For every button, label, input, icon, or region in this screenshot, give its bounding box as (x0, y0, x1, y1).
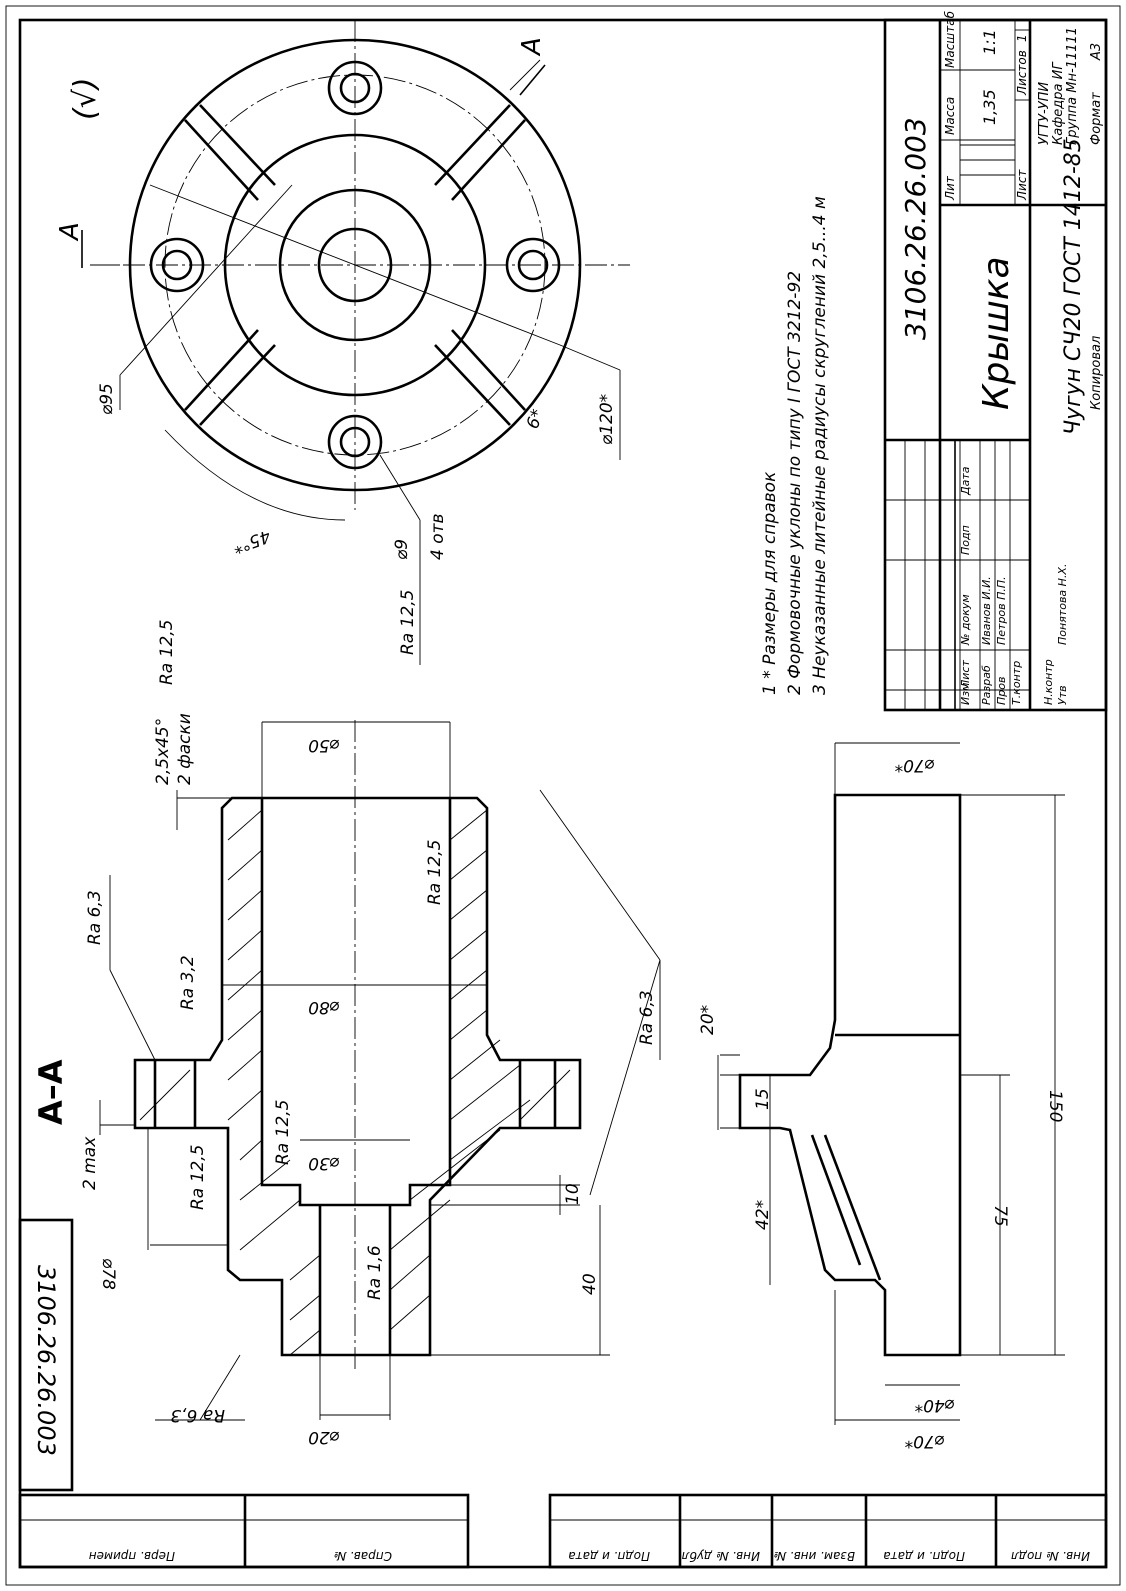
dim-d70-top: ⌀70* (895, 755, 935, 775)
strip-perv-primen: Перв. примен (89, 1549, 175, 1563)
dim-h42: 42* (753, 1200, 773, 1230)
side-view: ⌀70* ⌀40* ⌀70* 150 75 42* 20* 15 (698, 742, 1065, 1451)
tb-org-2: Кафедра ИГ (1051, 61, 1066, 145)
tb-col-docnum: № докум (959, 594, 972, 646)
tb-name-dev: Иванов И.И. (980, 576, 993, 645)
dim-ra63-bottom: Ra 6,3 (170, 1405, 225, 1425)
strip-inv-podl: Инв. № подл (1011, 1549, 1090, 1563)
dim-ra125-top: Ra 12,5 (157, 620, 177, 686)
dim-h150: 150 (1045, 1090, 1065, 1122)
general-roughness: (√) (68, 77, 103, 120)
strip-podp-data-2: Подп. и дата (883, 1549, 965, 1563)
dim-ra125-bore: Ra 12,5 (425, 840, 445, 906)
dim-ra32: Ra 3,2 (178, 955, 198, 1010)
margin-designation-box: 3106.26.26.003 (18, 1218, 74, 1492)
tb-role-approve: Утв (1056, 685, 1069, 705)
tb-mass-value: 1,35 (980, 89, 999, 125)
section-title: A–A (32, 1059, 70, 1125)
tb-designation: 3106.26.26.003 (899, 117, 932, 340)
dim-h10: 10 (563, 1183, 583, 1205)
dim-chamfer: 2,5x45° (153, 718, 173, 785)
tb-col-izm: Изм (959, 683, 972, 705)
dim-d20: ⌀20 (308, 1427, 340, 1447)
tb-role-ncontr: Н.контр (1042, 659, 1055, 705)
tb-format-value: А3 (1089, 43, 1104, 61)
note-1: 1 * Размеры для справок (760, 471, 780, 695)
tb-scale-value: 1:1 (980, 29, 999, 55)
dim-d40: ⌀40* (915, 1395, 955, 1415)
strip-sprav: Справ. № (334, 1549, 392, 1563)
dim-d78: ⌀78 (98, 1258, 118, 1290)
strip-vzam-inv: Взам. инв. № (774, 1549, 855, 1563)
dim-d80: ⌀80 (308, 997, 340, 1017)
tb-col-date: Дата (959, 466, 972, 496)
dim-ra63-left: Ra 6,3 (85, 890, 105, 945)
dim-d120: ⌀120* (597, 394, 617, 445)
dim-holes: 4 отв (428, 513, 448, 560)
tb-role-tcontr: Т.контр (1010, 661, 1023, 705)
strip-inv-dubl: Инв. № дубл (681, 1549, 760, 1563)
tb-org-1: УГТУ-УПИ (1037, 82, 1052, 145)
dim-d9: ⌀9 (392, 539, 412, 560)
dim-d30: ⌀30 (308, 1153, 340, 1173)
tb-name-approve: Понятова Н.Х. (1056, 564, 1069, 645)
section-marker-a2: A (517, 37, 547, 57)
dim-chamfer-count: 2 фаски (175, 713, 195, 785)
dim-h15: 15 (753, 1088, 773, 1110)
note-3: 3 Неуказанные литейные радиусы скруглени… (810, 196, 830, 695)
bottom-strip: Перв. примен Справ. № Подп. и дата Инв. … (18, 1493, 1108, 1569)
tb-format-label: Формат (1089, 92, 1104, 145)
tb-role-dev: Разраб (980, 665, 993, 705)
margin-designation: 3106.26.26.003 (32, 1265, 60, 1456)
tb-name-check: Петров П.П. (995, 576, 1008, 645)
note-2: 2 Формовочные уклоны по типу I ГОСТ 3212… (785, 271, 805, 695)
dim-h75: 75 (990, 1205, 1010, 1227)
strip-podp-data-1: Подп. и дата (568, 1549, 650, 1563)
tb-header-lit: Лит (943, 175, 957, 201)
title-block: 3106.26.26.003 Крышка Чугун СЧ20 ГОСТ 14… (883, 10, 1108, 712)
dim-d95: ⌀95 (97, 383, 117, 415)
section-marker-a1: A (55, 222, 85, 242)
section-view: A–A ⌀50 ⌀80 ⌀30 ⌀20 ⌀78 2,5x45° 2 фаски … (32, 620, 661, 1447)
tb-header-sheet: Лист (1015, 169, 1029, 201)
dim-two-max: 2 max (80, 1136, 100, 1190)
dim-ra125-inner: Ra 12,5 (273, 1100, 293, 1166)
tb-material: Чугун СЧ20 ГОСТ 1412-85 (1061, 138, 1086, 435)
tb-header-sheets: Листов (1015, 50, 1029, 96)
tb-role-check: Пров (995, 677, 1008, 705)
dim-ra125-plan: Ra 12,5 (398, 590, 418, 656)
outer-frame (5, 5, 1121, 1586)
tb-sheets-count: 1 (1015, 34, 1029, 42)
dim-h20: 20* (698, 1005, 718, 1035)
dim-ra16: Ra 1,6 (365, 1245, 385, 1300)
tb-col-list: Лист (959, 660, 972, 689)
tb-copied: Копировал (1089, 336, 1104, 410)
dim-angle: 45°* (230, 525, 273, 557)
dim-h40: 40 (580, 1273, 600, 1295)
dim-ra63-right: Ra 6,3 (637, 990, 657, 1045)
tb-part-name: Крышка (976, 256, 1017, 410)
dim-d70-bottom: ⌀70* (905, 1431, 945, 1451)
tb-header-mass: Масса (943, 97, 957, 135)
dim-ra125-flange: Ra 12,5 (188, 1145, 208, 1211)
tb-header-scale: Масштаб (943, 10, 957, 68)
tb-org-3: Группа Мн-11111 (1065, 27, 1080, 145)
dim-d50: ⌀50 (308, 735, 340, 755)
tb-col-sign: Подп (959, 525, 972, 555)
technical-notes: 1 * Размеры для справок 2 Формовочные ук… (760, 196, 830, 695)
plan-view: A A (√) ⌀95 ⌀120* 6* 45°* ⌀9 4 отв Ra 12… (55, 20, 630, 665)
